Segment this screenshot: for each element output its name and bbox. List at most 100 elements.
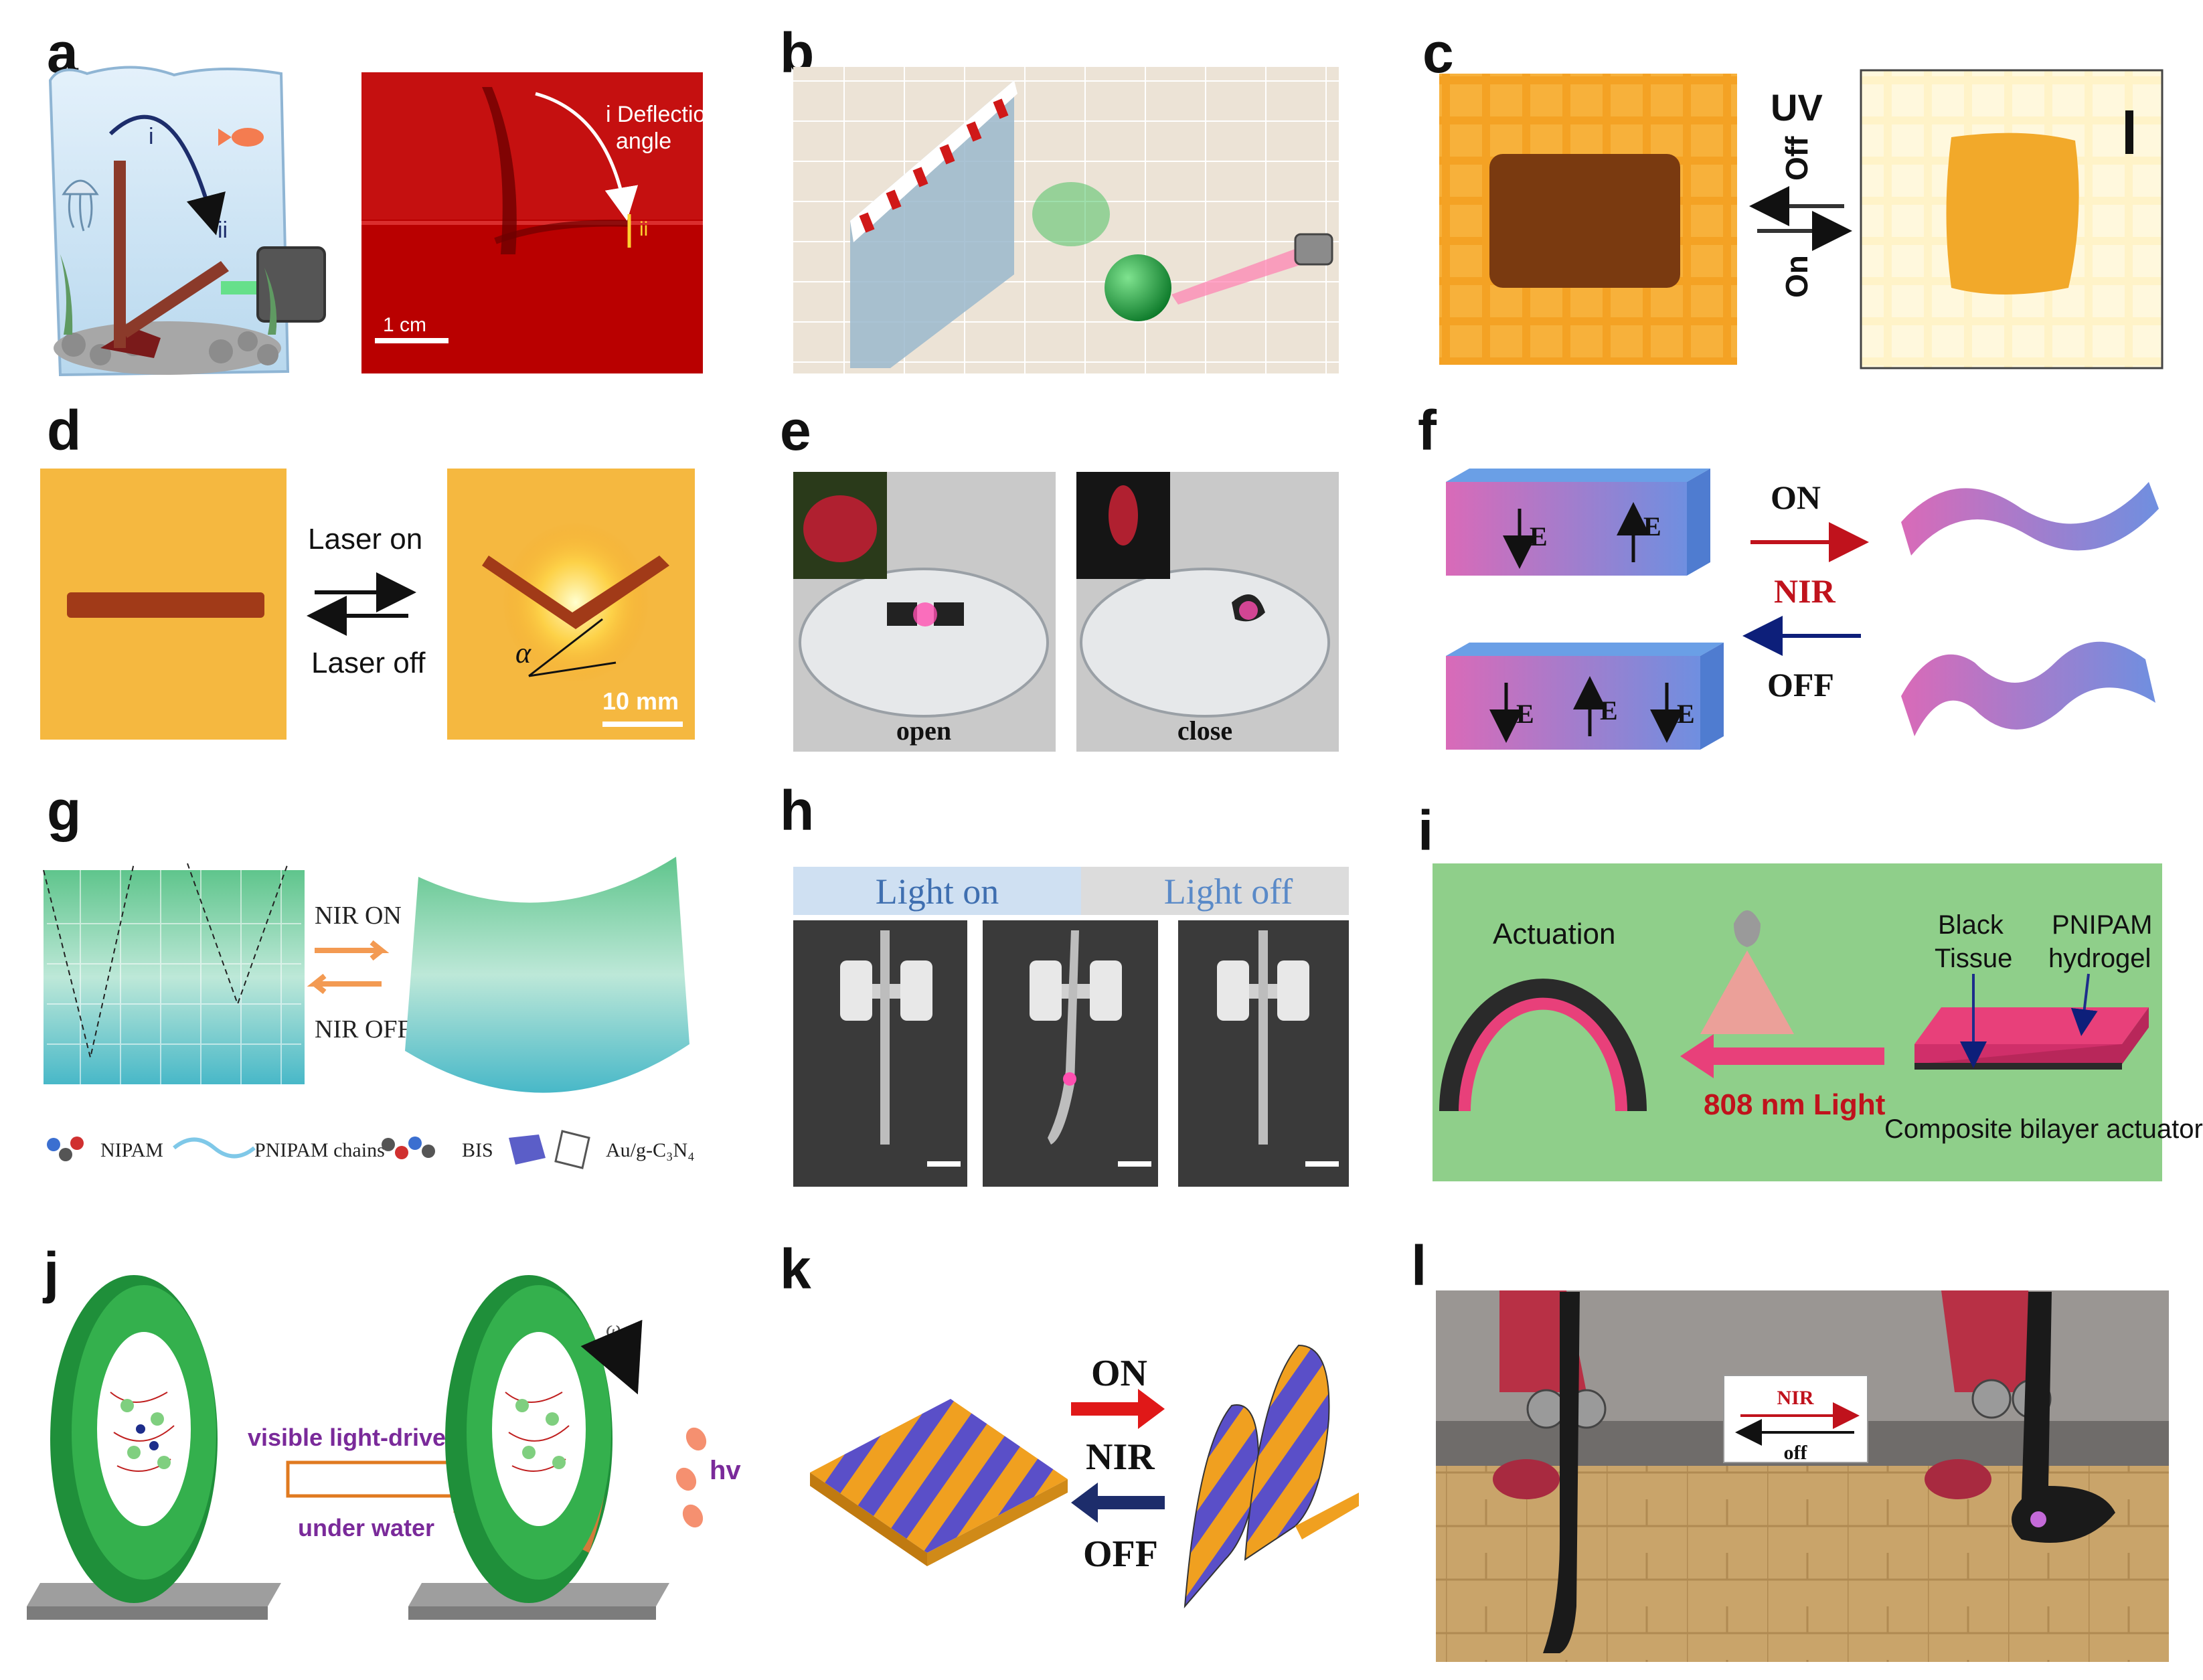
nir-label: NIR (1774, 572, 1836, 610)
e-field-label: E (1530, 521, 1548, 552)
bent-block-bottom (1901, 641, 2155, 736)
angle-label: angle (616, 129, 671, 154)
hydrogel-label: hydrogel (2048, 944, 2151, 973)
panel-b: b (780, 21, 1339, 373)
scale-bar-c (2125, 110, 2133, 154)
e-field-label: E (1516, 699, 1534, 729)
laser-glow (502, 522, 649, 683)
seaweed-icon (60, 254, 277, 335)
light-off-label: Light off (1164, 871, 1293, 912)
light-label: 808 nm Light (1704, 1088, 1886, 1121)
arc-label-ii: ii (218, 218, 228, 243)
panel-a: a i ii (47, 21, 718, 377)
alpha-label: α (515, 637, 532, 669)
panel-d: d Laser on Laser off α 10 mm (40, 399, 695, 740)
laser-off-label: Laser off (311, 647, 426, 679)
hv-label: hv (710, 1456, 741, 1485)
dark-sample (1489, 154, 1680, 288)
e-field-label: E (1600, 695, 1618, 726)
panel-l: l NIR off (1411, 1234, 2169, 1662)
light-on-label: Light on (876, 871, 999, 912)
on-label: On (1779, 255, 1814, 298)
legend-g: NIPAM PNIPAM chains BIS Au/g-C₃N₄ (47, 1130, 695, 1169)
panel-f: f E E E E E ON NIR OFF (1418, 399, 2159, 750)
on-label: ON (1091, 1353, 1147, 1394)
panel-label-j: j (42, 1241, 59, 1304)
off-label: off (1784, 1442, 1808, 1464)
panel-k: k ON NIR OFF (780, 1238, 1359, 1608)
e-field-label: E (1677, 699, 1695, 729)
bilayer-top (1914, 1007, 2149, 1044)
panel-c: c UV Off On (1422, 21, 2164, 369)
ii-marker-label: ii (639, 218, 648, 240)
arch-black-layer (1439, 978, 1647, 1112)
gripper-left (1493, 1290, 1607, 1653)
on-arrow (1071, 1389, 1165, 1429)
off-label: OFF (1767, 666, 1834, 703)
chains-legend-label: PNIPAM chains (254, 1139, 385, 1161)
block-three-domain: E E E (1446, 643, 1724, 750)
panel-e: e open close (780, 399, 1339, 752)
gripper-right (1925, 1290, 2115, 1543)
laser-on-label: Laser on (308, 523, 422, 556)
panel-h: h Light on Light off (780, 779, 1349, 1187)
bis-legend-label: BIS (462, 1139, 493, 1161)
light-source (1294, 233, 1333, 266)
off-arrow (1071, 1483, 1165, 1523)
scale-bar-d (602, 722, 683, 727)
bent-strip (482, 556, 669, 629)
arc-label-i: i (149, 124, 154, 149)
panel-label-k: k (780, 1238, 811, 1300)
panel-label-e: e (780, 399, 811, 462)
block-two-domain: E E (1446, 469, 1710, 576)
deflection-photo: i Deflection angle ii 1 cm (361, 72, 718, 373)
coiled-ribbon (1184, 1344, 1359, 1608)
scale-label-a: 1 cm (383, 314, 426, 336)
laser-source (256, 246, 326, 323)
flat-strip (67, 592, 264, 618)
nir-off-label: NIR OFF (315, 1015, 412, 1043)
composite-label: Composite bilayer actuator (1884, 1114, 2203, 1144)
actuation-arrow (1680, 1034, 1884, 1078)
hydrogel-flat (44, 870, 305, 1084)
light-beam (1171, 248, 1302, 305)
hydrogel-bent (405, 857, 689, 1093)
panel-label-h: h (780, 779, 814, 842)
green-ball (1105, 254, 1171, 321)
off-label: OFF (1083, 1533, 1158, 1575)
panel-g: g NIR ON NIR OFF NIPAM PNIPAM chains BIS… (43, 779, 695, 1169)
aquarium-illustration: i ii (48, 66, 326, 377)
nipam-legend-label: NIPAM (100, 1139, 163, 1161)
nir-label: NIR (1777, 1387, 1813, 1409)
moving-ball-blur (1032, 182, 1110, 246)
light-bulb-icon (1734, 910, 1761, 947)
scale-bar-a (375, 338, 448, 343)
tissue-label: Tissue (1935, 944, 2012, 973)
close-label: close (1177, 716, 1232, 746)
arch-pink-layer (1459, 997, 1627, 1112)
bent-block-top (1901, 482, 2159, 556)
light-off-header (1081, 867, 1349, 915)
rotation-arrow (580, 1319, 643, 1395)
on-label: ON (1771, 479, 1821, 516)
au-legend-label: Au/g-C₃N₄ (606, 1139, 695, 1161)
open-label: open (896, 716, 951, 746)
red-stripes (859, 98, 1009, 233)
panel-label-l: l (1411, 1234, 1426, 1297)
striped-sheet (810, 1399, 1068, 1553)
frame-1 (793, 920, 967, 1187)
actuation-label: Actuation (1493, 918, 1615, 950)
nir-on-label: NIR ON (315, 902, 402, 930)
off-label: Off (1779, 136, 1814, 181)
under-water-label: under water (298, 1514, 434, 1541)
light-cone (1700, 950, 1794, 1034)
nir-label: NIR (1086, 1436, 1155, 1478)
frame-3 (1178, 920, 1349, 1187)
deflection-angle-label: i Deflection (606, 102, 718, 127)
bright-sample (1946, 133, 2079, 295)
scale-label-d: 10 mm (602, 687, 679, 715)
panel-j: j visible light-driven rolling under wat… (27, 1241, 741, 1620)
panel-i: i Actuation 808 nm Light Black Tissue PN… (1418, 799, 2203, 1181)
black-label: Black (1938, 910, 2004, 940)
